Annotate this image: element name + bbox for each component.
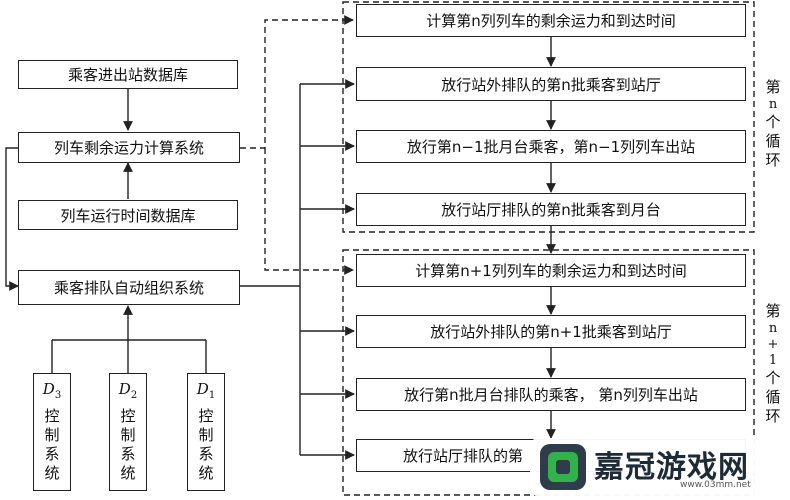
capacity-calculation-system: 列车剩余运力计算系统 xyxy=(18,132,240,163)
control-d2-char: 系 xyxy=(120,445,136,463)
control-system-d2: D2 控 制 系 统 xyxy=(109,373,147,491)
control-d2-id: D2 xyxy=(118,380,138,401)
dashed-capacity-to-cycle-n xyxy=(240,15,354,149)
cycle-n-step-4: 放行站厅排队的第n批乘客到月台 xyxy=(356,193,746,226)
control-d1-id: D1 xyxy=(196,380,216,401)
watermark-url: www.03mm.net xyxy=(680,480,751,490)
control-d2-char: 制 xyxy=(120,426,136,444)
cycle-n-step-1: 计算第n列列车的剩余运力和到达时间 xyxy=(356,4,746,37)
control-d3-char: 系 xyxy=(44,445,60,463)
loop-capacity-to-queue xyxy=(5,147,20,291)
control-d1-char: 系 xyxy=(198,445,214,463)
control-d1-char: 统 xyxy=(198,464,214,482)
control-d2-char: 统 xyxy=(120,464,136,482)
watermark-title: 嘉冠游戏网 xyxy=(594,450,749,485)
passenger-database: 乘客进出站数据库 xyxy=(18,60,238,89)
watermark-logo-icon xyxy=(540,444,586,490)
control-d3-char: 统 xyxy=(44,464,60,482)
cycle-n-step-3: 放行第n−1批月台乘客，第n−1列列车出站 xyxy=(356,130,746,163)
site-watermark: 嘉冠游戏网 www.03mm.net xyxy=(530,438,786,496)
train-timetable-database: 列车运行时间数据库 xyxy=(18,200,238,230)
cycle-n-label: 第 n 个 循 环 xyxy=(765,78,781,169)
cycle-n1-step-2: 放行站外排队的第n+1批乘客到站厅 xyxy=(356,315,746,348)
control-d3-char: 控 xyxy=(44,407,60,425)
control-d1-char: 控 xyxy=(198,407,214,425)
cycle-n-step-2: 放行站外排队的第n批乘客到站厅 xyxy=(356,67,746,101)
cycle-n1-label: 第 n + 1 个 循 环 xyxy=(765,302,781,425)
control-d1-char: 制 xyxy=(198,426,214,444)
dashed-capacity-to-cycle-n1 xyxy=(264,148,354,275)
control-system-d3: D3 控 制 系 统 xyxy=(33,373,71,491)
control-system-d1: D1 控 制 系 统 xyxy=(187,373,225,491)
control-d2-char: 控 xyxy=(120,407,136,425)
cycle-n-frame xyxy=(342,1,755,233)
cycle-n1-step-1: 计算第n+1列列车的剩余运力和到达时间 xyxy=(356,254,746,287)
control-d3-id: D3 xyxy=(42,380,62,401)
passenger-queue-system: 乘客排队自动组织系统 xyxy=(18,270,240,305)
cycle-n1-step-3: 放行第n批月台排队的乘客， 第n列列车出站 xyxy=(356,378,746,411)
control-d3-char: 制 xyxy=(44,426,60,444)
